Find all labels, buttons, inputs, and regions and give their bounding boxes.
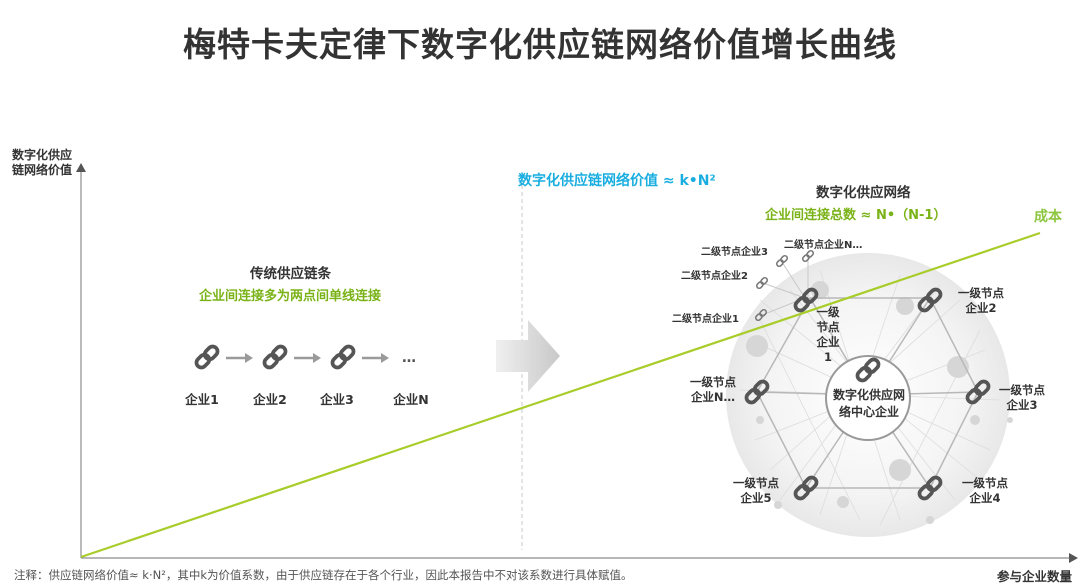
page-title: 梅特卡夫定律下数字化供应链网络价值增长曲线 — [183, 25, 897, 64]
level1-node-label: 一级节点企业N… — [690, 375, 736, 404]
y-axis-arrow-icon — [76, 163, 86, 172]
chain-ellipsis: … — [402, 350, 416, 366]
level1-node-label: 一级节点企业1 — [816, 305, 840, 364]
chain-node-label: 企业N — [393, 392, 429, 407]
x-axis-label: 参与企业数量 — [996, 569, 1072, 584]
link-icon — [775, 254, 789, 268]
link-icon — [755, 276, 769, 290]
traditional-subtitle: 企业间连接多为两点间单线连接 — [199, 289, 382, 304]
level2-node-label: 二级节点企业2 — [681, 271, 748, 282]
cost-line — [80, 231, 1041, 559]
y-axis-label: 数字化供应链网络价值 — [11, 148, 72, 177]
level1-node-label: 一级节点企业5 — [733, 476, 779, 505]
traditional-title: 传统供应链条 — [250, 266, 331, 282]
x-axis-arrow-icon — [1069, 553, 1078, 563]
network-title: 数字化供应网络 — [816, 185, 911, 201]
chain-node-label: 企业2 — [253, 392, 287, 407]
level1-node-label: 一级节点企业4 — [962, 476, 1008, 505]
link-icon — [329, 343, 357, 371]
footnote: 注释：供应链网络价值≈ k·N²，其中k为价值系数，由于供应链存在于各个行业，因… — [14, 568, 633, 582]
level2-node-label: 二级节点企业N… — [784, 240, 863, 251]
network-sphere — [726, 253, 1013, 537]
level1-node-label: 一级节点企业3 — [999, 383, 1045, 412]
link-icon — [261, 343, 289, 371]
traditional-chain-graphic — [193, 343, 389, 371]
link-icon — [193, 343, 221, 371]
cost-label: 成本 — [1034, 209, 1062, 225]
level1-node-label: 一级节点企业2 — [958, 286, 1004, 315]
level2-node-label: 二级节点企业3 — [701, 247, 768, 258]
network-subtitle: 企业间连接总数 ≈ N•（N-1） — [765, 208, 947, 223]
chain-node-label: 企业3 — [320, 392, 354, 407]
value-formula: 数字化供应链网络价值 ≈ k•N² — [518, 173, 716, 189]
level2-node-label: 二级节点企业1 — [672, 314, 739, 325]
center-node-label: 数字化供应网络中心企业 — [832, 388, 905, 419]
transition-arrow-icon — [496, 320, 560, 392]
chain-node-label: 企业1 — [185, 392, 219, 407]
link-icon — [801, 249, 815, 263]
